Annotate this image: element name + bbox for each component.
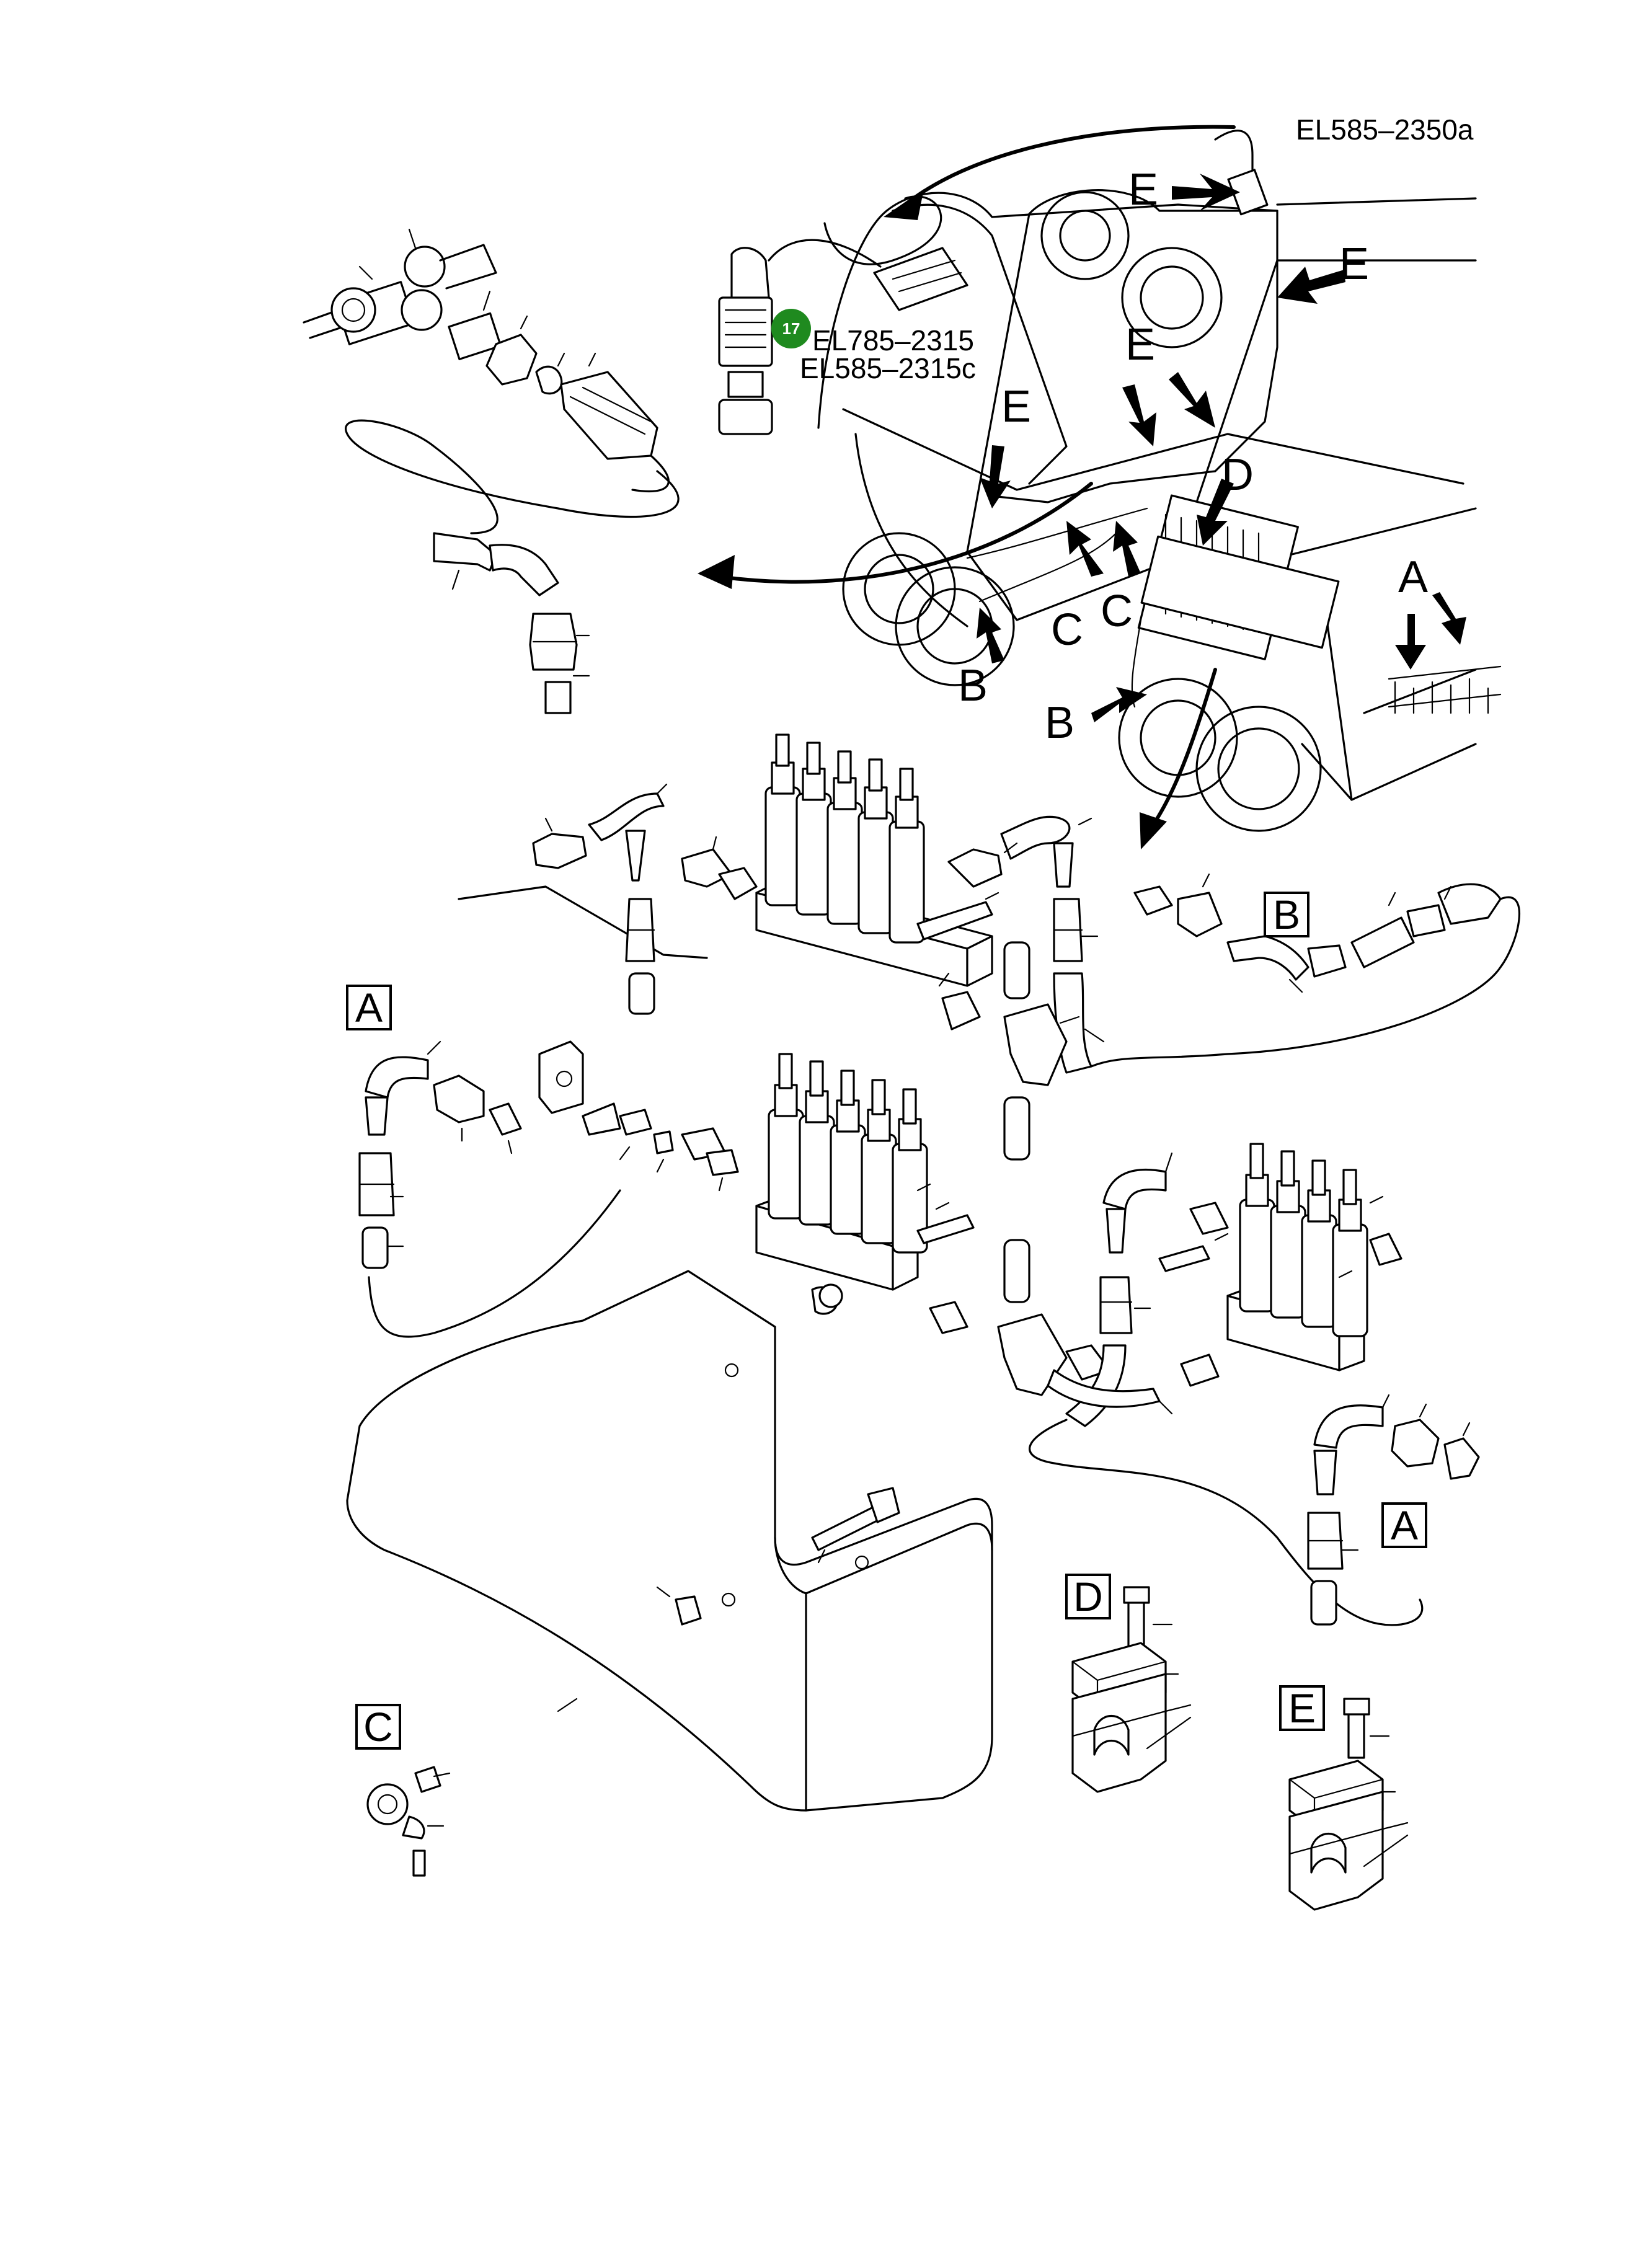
view-ref-C-2: C [1101,587,1133,636]
reference-arrows [977,174,1466,722]
routing-arrows [698,125,1236,849]
detail-box-D-label: D [1073,1574,1103,1619]
view-ref-C-1: C [1051,605,1083,655]
view-ref-A: A [1398,552,1428,602]
part-code-top-right: EL585–2350a [1296,113,1474,146]
distributor-lower-center [582,1053,1111,1396]
detail-box-B-label: B [1273,892,1300,937]
detail-box-A-right-label: A [1391,1502,1418,1548]
view-ref-E-3: E [1125,320,1155,370]
machine-assembly [817,130,1502,832]
detail-C-clamp [366,1766,451,1877]
view-ref-B-2: B [1045,698,1074,748]
detail-box-A-right: A [1381,1502,1427,1548]
fitting-group-left-A [358,1040,621,1338]
detail-box-E: E [1279,1685,1325,1731]
callout-17[interactable]: 17 [771,309,811,348]
view-ref-B-1: B [958,661,988,711]
grease-nipple-group [718,239,968,435]
guard-plate [346,1270,993,1812]
fitting-group-top-left [303,228,680,714]
detail-box-D: D [1065,1574,1111,1619]
callout-number[interactable]: 17 [782,319,800,338]
detail-box-A-left-label: A [355,985,383,1030]
part-code-center-2: EL585–2315c [800,352,976,384]
distributor-upper [458,733,1105,1086]
detail-box-C-label: C [363,1704,393,1750]
part-code-center-1: EL785–2315 [812,324,974,357]
detail-box-E-label: E [1288,1685,1316,1731]
detail-box-C: C [355,1704,401,1750]
detail-D-clamp [1071,1586,1192,1793]
detail-box-B: B [1264,892,1309,937]
view-ref-D: D [1221,450,1254,500]
view-ref-E-1: E [1128,165,1158,215]
view-ref-E-2: E [1339,239,1369,289]
detail-box-A-left: A [346,985,392,1030]
fitting-group-right-B [1090,873,1520,1068]
callout-circle[interactable] [771,309,811,348]
fitting-group-bottom-right-A [1307,1394,1480,1626]
detail-E-clamp [1288,1698,1409,1911]
view-ref-E-4: E [1001,382,1031,432]
distributor-lower-right [1029,1143,1424,1626]
